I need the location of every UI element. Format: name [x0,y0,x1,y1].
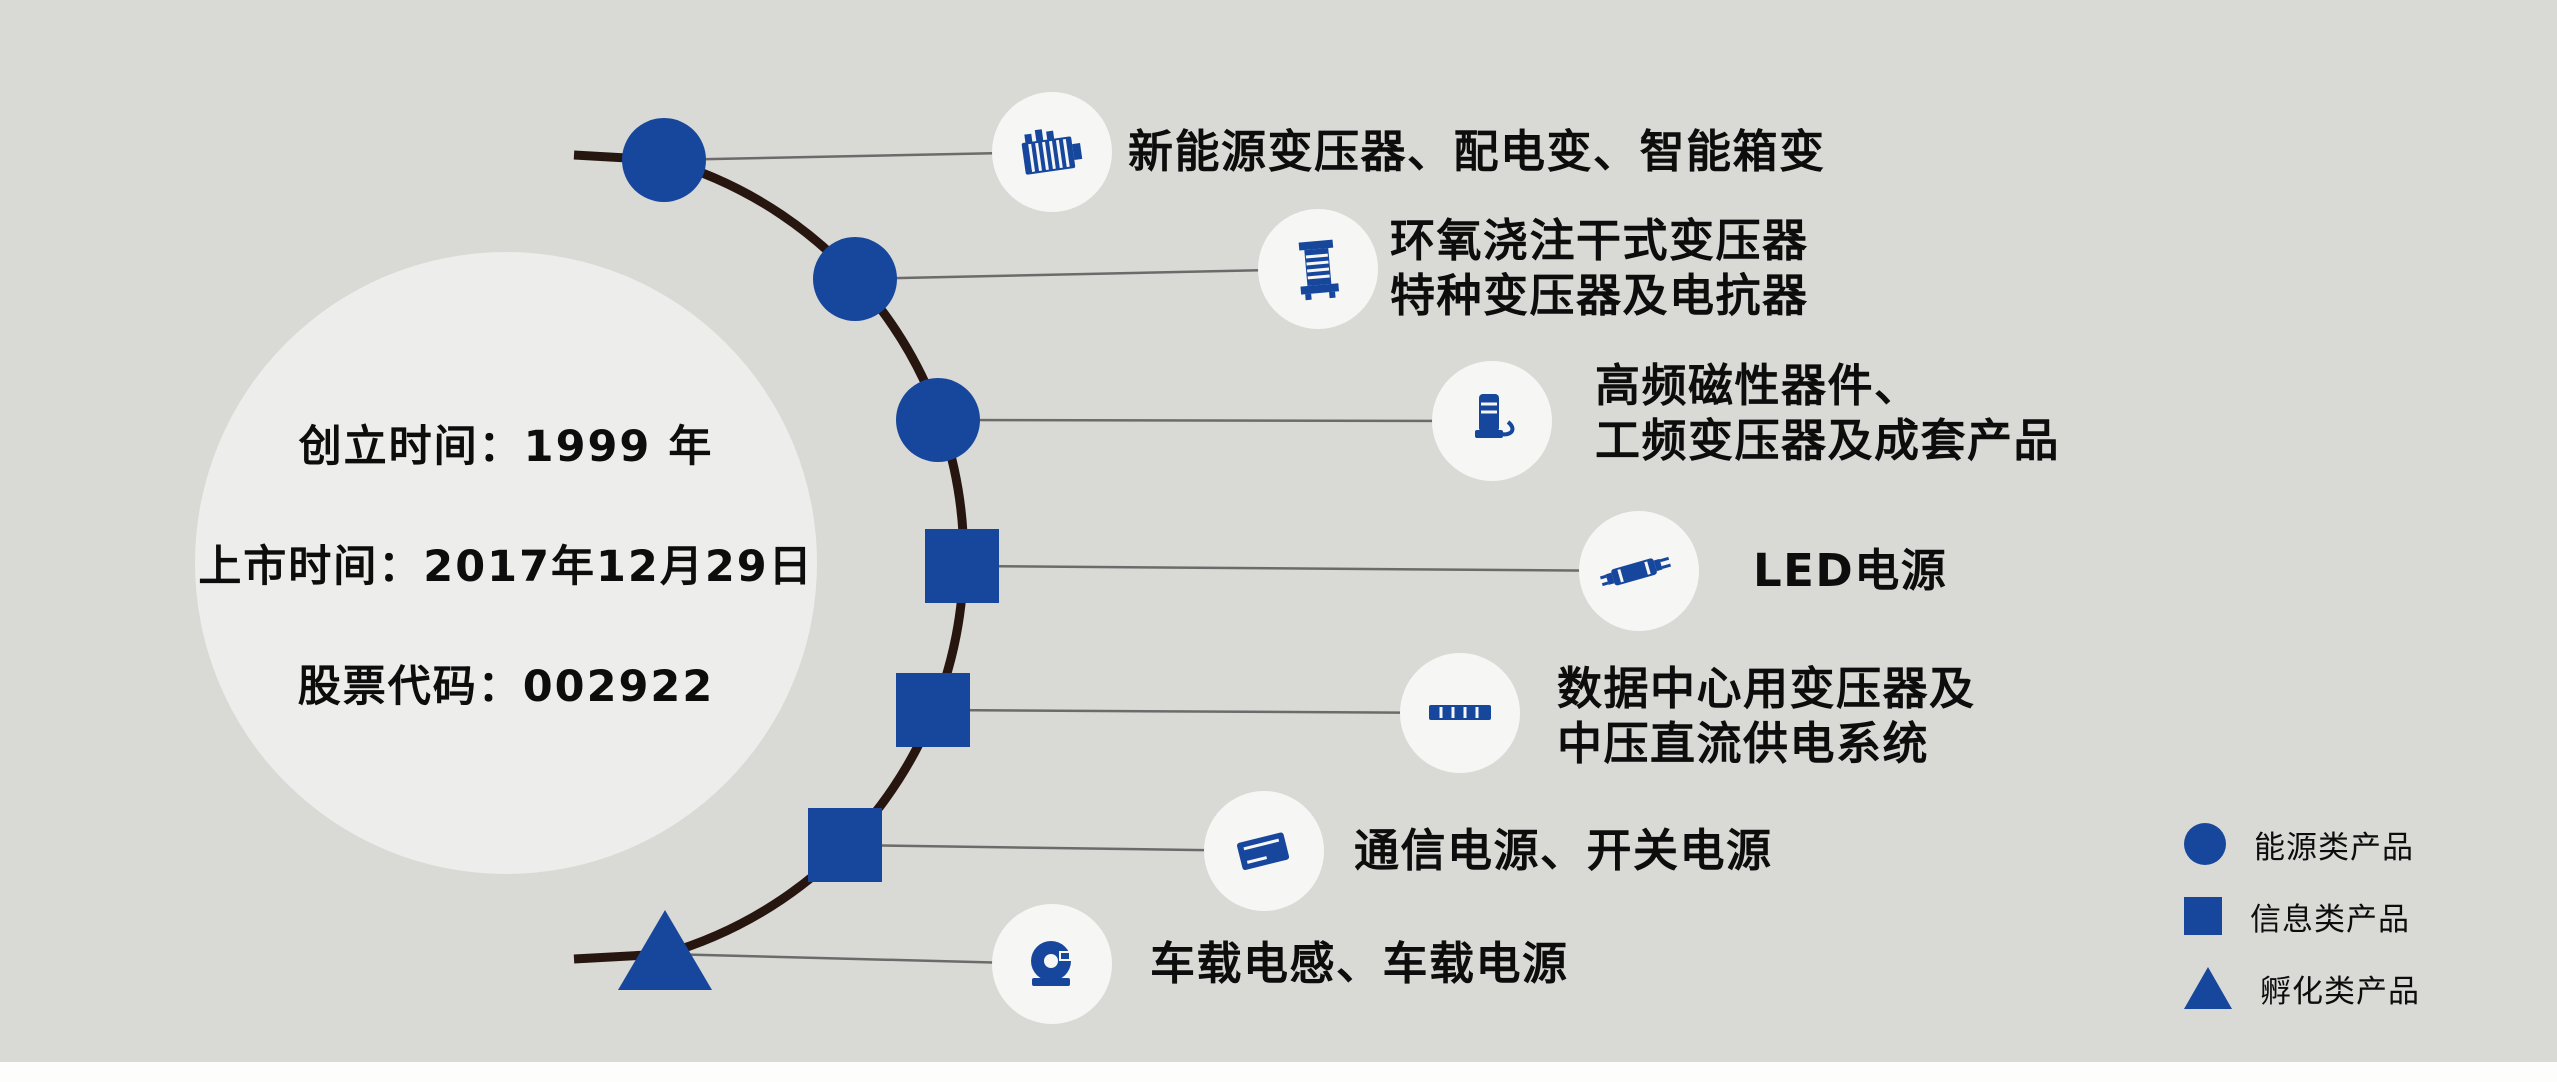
connector-line [854,267,1319,281]
marker-energy-3 [896,378,980,462]
company-info-circle: 创立时间：1999 年 上市时间：2017年12月29日 股票代码：002922 [195,252,817,874]
product-label: 环氧浇注干式变压器 特种变压器及电抗器 [1390,204,1809,334]
product-icon-disc [1400,653,1520,773]
legend-circle-marker [2184,823,2226,865]
marker-energy-2 [813,237,897,321]
data-center-power-icon [1429,705,1491,720]
magnetic-component-icon [1475,394,1515,438]
product-label-line: 车载电感、车载电源 [1150,936,1569,990]
marker-incubation-1 [618,910,712,990]
connector-line [844,843,1265,853]
marker-information-2 [896,673,970,747]
product-label: 数据中心用变压器及 中压直流供电系统 [1557,652,1976,782]
marker-information-1 [925,529,999,603]
vehicle-inductor-icon [1031,941,1073,986]
legend-label: 孵化类产品 [2260,973,2420,1010]
product-icon-disc [1432,361,1552,481]
telecom-power-icon [1236,832,1290,870]
dry-type-transformer-icon [1298,239,1340,301]
founded-text: 创立时间：1999 年 [298,422,714,472]
marker-energy-1 [622,118,706,202]
bottom-white-strip [0,1062,2557,1082]
legend-triangle-marker [2184,967,2232,1009]
listed-text: 上市时间：2017年12月29日 [198,542,814,592]
legend-item-incubation: 孵化类产品 [2184,964,2420,1012]
product-icon-disc [992,904,1112,1024]
product-label-line: 通信电源、开关电源 [1354,823,1773,877]
product-icon-disc [992,92,1112,212]
product-label-line: 新能源变压器、配电变、智能箱变 [1128,124,1826,178]
product-label: 车载电感、车载电源 [1150,899,1569,1029]
product-label: 新能源变压器、配电变、智能箱变 [1128,87,1826,217]
connector-line [932,708,1461,715]
connector-line [961,564,1640,573]
box-transformer-icon [1021,129,1083,175]
product-label-line: 中压直流供电系统 [1557,717,1930,770]
product-label-line: LED电源 [1753,543,1948,597]
connector-line [663,150,1053,162]
product-icon-disc [1204,791,1324,911]
marker-information-3 [808,808,882,882]
product-label-line: 高频磁性器件、 [1595,359,1921,413]
connector-line [937,418,1493,423]
product-label-line: 特种变压器及电抗器 [1390,269,1809,322]
product-label: 高频磁性器件、 工频变压器及成套产品 [1595,349,2060,479]
legend-item-information: 信息类产品 [2184,892,2420,940]
legend-item-energy: 能源类产品 [2184,820,2420,868]
product-label-line: 数据中心用变压器及 [1557,662,1976,716]
product-label-line: 工频变压器及成套产品 [1595,414,2061,467]
stock-code-text: 股票代码：002922 [297,662,715,712]
legend: 能源类产品 信息类产品 孵化类产品 [2184,820,2420,1012]
legend-label: 能源类产品 [2254,829,2414,866]
product-icon-disc [1258,209,1378,329]
legend-label: 信息类产品 [2250,901,2410,938]
product-label-line: 环氧浇注干式变压器 [1390,214,1809,268]
legend-square-marker [2184,897,2222,935]
connector-line [664,952,1053,966]
product-label: 通信电源、开关电源 [1354,786,1773,916]
product-icon-disc [1579,511,1699,631]
product-label: LED电源 [1753,506,1947,636]
led-driver-icon [1600,556,1672,587]
